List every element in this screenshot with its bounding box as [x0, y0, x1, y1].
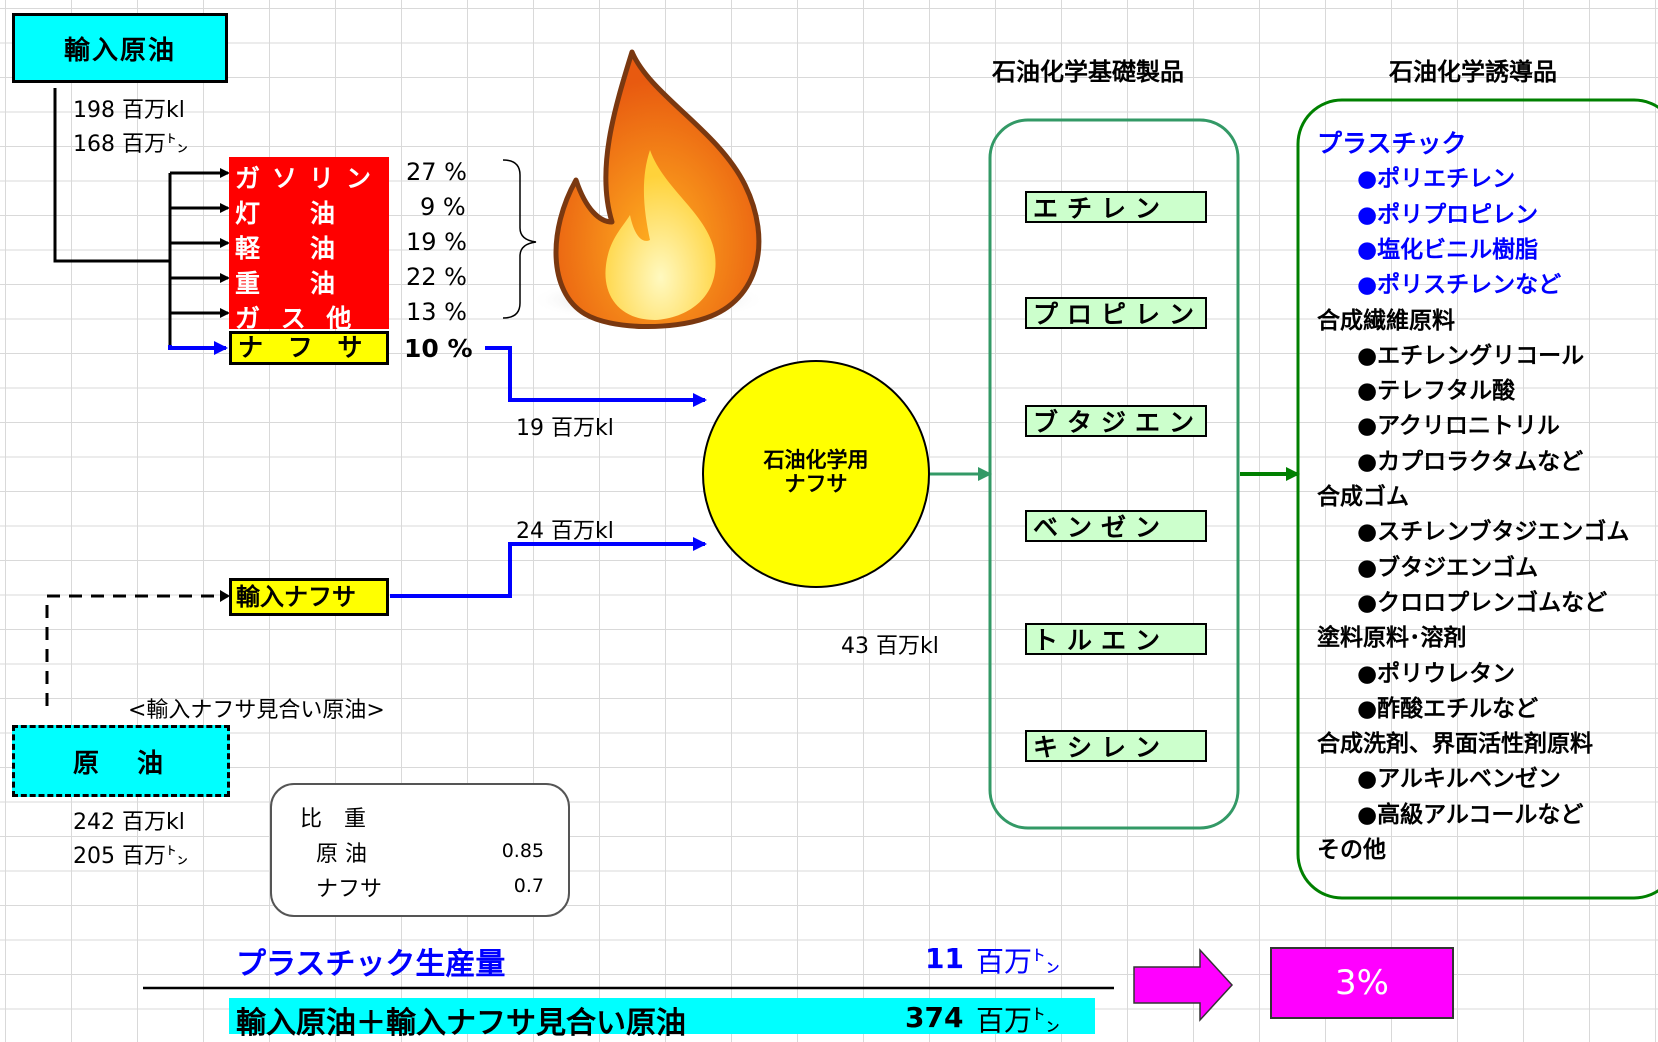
- derivative-item: ●テレフタル酸: [1357, 378, 1516, 404]
- product-pct-kerosene: 9 %: [420, 193, 466, 221]
- product-pct-gas-other: 13 %: [406, 298, 467, 326]
- total-crude-value: 374: [905, 1001, 964, 1034]
- product-label-gasoline: ガソリン: [235, 164, 384, 193]
- product-label-heavy-oil: 重 油: [235, 269, 336, 298]
- naphtha-circle: [702, 360, 930, 588]
- product-label-gas-other: ガ ス 他: [235, 304, 358, 333]
- gravity-naphtha-label: ナフサ: [316, 877, 383, 902]
- derivative-item: ●塩化ビニル樹脂: [1357, 237, 1539, 263]
- basic-product-ethylene: エチレン: [1025, 191, 1207, 223]
- basic-product-butadiene: ブタジエン: [1025, 405, 1207, 437]
- fire-icon: [530, 49, 766, 329]
- basic-product-propylene: プロピレン: [1025, 297, 1207, 329]
- total-crude-bar: [229, 998, 1095, 1034]
- product-pct-gasoline: 27 %: [406, 158, 467, 186]
- plastic-production-label: プラスチック生産量: [236, 947, 506, 982]
- derivative-category: その他: [1317, 837, 1386, 863]
- derivative-item: ●ポリプロピレン: [1357, 202, 1539, 228]
- derivative-category: プラスチック: [1317, 129, 1467, 158]
- derivative-item: ●酢酸エチルなど: [1357, 696, 1539, 722]
- plastic-production-value: 11: [925, 942, 964, 975]
- basic-products-header: 石油化学基礎製品: [992, 58, 1184, 86]
- import-naphtha-box: 輸入ナフサ: [229, 578, 389, 616]
- product-label-kerosene: 灯 油: [235, 199, 336, 228]
- derivative-item: ●カプロラクタムなど: [1357, 449, 1584, 475]
- total-naphtha-volume: 43 百万kl: [841, 634, 939, 659]
- import-crude-box: 輸入原油: [12, 13, 228, 83]
- import-crude-weight: 168 百万㌧: [73, 132, 188, 157]
- magenta-arrow: [1133, 948, 1234, 1022]
- naphtha-pct: 10 %: [404, 334, 473, 363]
- crude-volume: 242 百万kl: [73, 810, 185, 835]
- derivative-category: 塗料原料･溶剤: [1317, 625, 1467, 651]
- derivative-item: ●ポリスチレンなど: [1357, 272, 1562, 298]
- derivative-item: ●エチレングリコール: [1357, 343, 1585, 369]
- crude-weight: 205 百万㌧: [73, 844, 188, 869]
- imported-naphtha-volume: 24 百万kl: [516, 519, 614, 544]
- derivative-item: ●アクリロニトリル: [1357, 413, 1560, 439]
- product-pct-heavy-oil: 22 %: [406, 263, 467, 291]
- total-crude-unit: 百万㌧: [976, 1004, 1061, 1037]
- derivative-item: ●クロロプレンゴムなど: [1357, 590, 1608, 616]
- derivative-item: ●ポリウレタン: [1357, 661, 1516, 687]
- crude-box: 原 油: [12, 725, 230, 797]
- basic-product-toluene: トルエン: [1025, 623, 1207, 655]
- gravity-title: 比 重: [300, 807, 367, 832]
- product-pct-light-oil: 19 %: [406, 228, 467, 256]
- domestic-naphtha-volume: 19 百万kl: [516, 416, 614, 441]
- plastic-production-unit: 百万㌧: [976, 945, 1061, 978]
- derivative-item: ●アルキルベンゼン: [1357, 766, 1561, 792]
- import-crude-volume: 198 百万kl: [73, 98, 185, 123]
- equivalent-crude-note: <輸入ナフサ見合い原油>: [128, 698, 385, 723]
- gravity-crude-label: 原 油: [316, 842, 367, 867]
- derivative-item: ●ポリエチレン: [1357, 166, 1516, 192]
- derivative-category: 合成ゴム: [1317, 484, 1409, 510]
- derivative-item: ●ブタジエンゴム: [1357, 555, 1539, 581]
- product-table: ガソリン 灯 油 軽 油 重 油 ガ ス 他: [229, 157, 389, 333]
- derivative-item: ●スチレンブタジエンゴム: [1357, 519, 1630, 545]
- petrochemical-naphtha-label: 石油化学用 ナフサ: [763, 448, 869, 496]
- derivative-category: 合成繊維原料: [1317, 308, 1455, 334]
- basic-product-benzene: ベンゼン: [1025, 510, 1207, 542]
- gravity-crude-value: 0.85: [501, 840, 544, 862]
- naphtha-box: ナ フ サ: [229, 331, 389, 365]
- gravity-box: 比 重 原 油 0.85 ナフサ 0.7: [270, 783, 570, 917]
- derivative-item: ●高級アルコールなど: [1357, 802, 1584, 828]
- product-label-light-oil: 軽 油: [235, 234, 336, 263]
- gravity-naphtha-value: 0.7: [513, 875, 544, 897]
- basic-product-xylene: キシレン: [1025, 730, 1207, 762]
- derivatives-header: 石油化学誘導品: [1389, 58, 1557, 86]
- total-crude-label: 輸入原油＋輸入ナフサ見合い原油: [236, 1006, 686, 1041]
- plastic-ratio-box: 3%: [1270, 947, 1454, 1019]
- derivative-category: 合成洗剤、界面活性剤原料: [1317, 731, 1593, 757]
